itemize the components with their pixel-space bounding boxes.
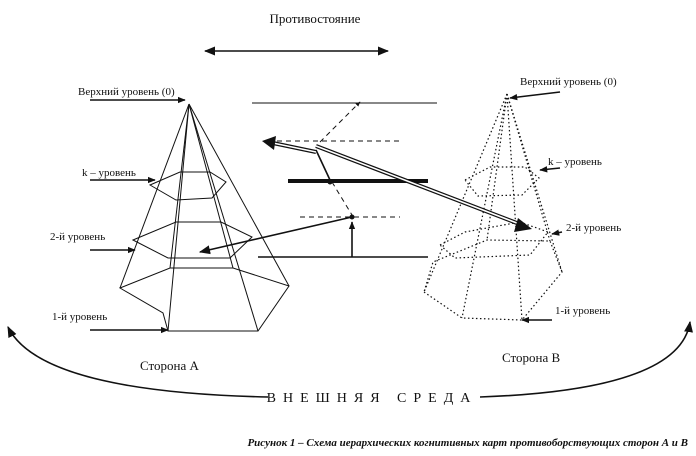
environment-label: ВНЕШНЯЯ СРЕДА xyxy=(267,391,478,406)
side-b-level-second: 2-й уровень xyxy=(566,222,621,234)
side-a-level-k: k – уровень xyxy=(82,167,136,179)
side-a-level-top: Верхний уровень (0) xyxy=(78,86,175,98)
side-b-level-k: k – уровень xyxy=(548,156,602,168)
side-b-name: Сторона В xyxy=(502,350,560,365)
interaction-construct xyxy=(198,101,532,258)
figure-caption: Рисунок 1 – Схема иерархических когнитив… xyxy=(247,437,688,449)
side-a-level-first: 1-й уровень xyxy=(52,311,107,323)
side-a-name: Сторона А xyxy=(140,358,199,373)
environment-arc-left xyxy=(7,325,269,398)
side-b-level-first: 1-й уровень xyxy=(555,305,610,317)
pyramid-b xyxy=(423,93,563,321)
pyramid-a xyxy=(118,103,290,332)
side-b-level-top: Верхний уровень (0) xyxy=(520,76,617,88)
side-a-level-second: 2-й уровень xyxy=(50,231,105,243)
environment-arc-right xyxy=(479,320,693,398)
title: Противостояние xyxy=(270,11,361,26)
